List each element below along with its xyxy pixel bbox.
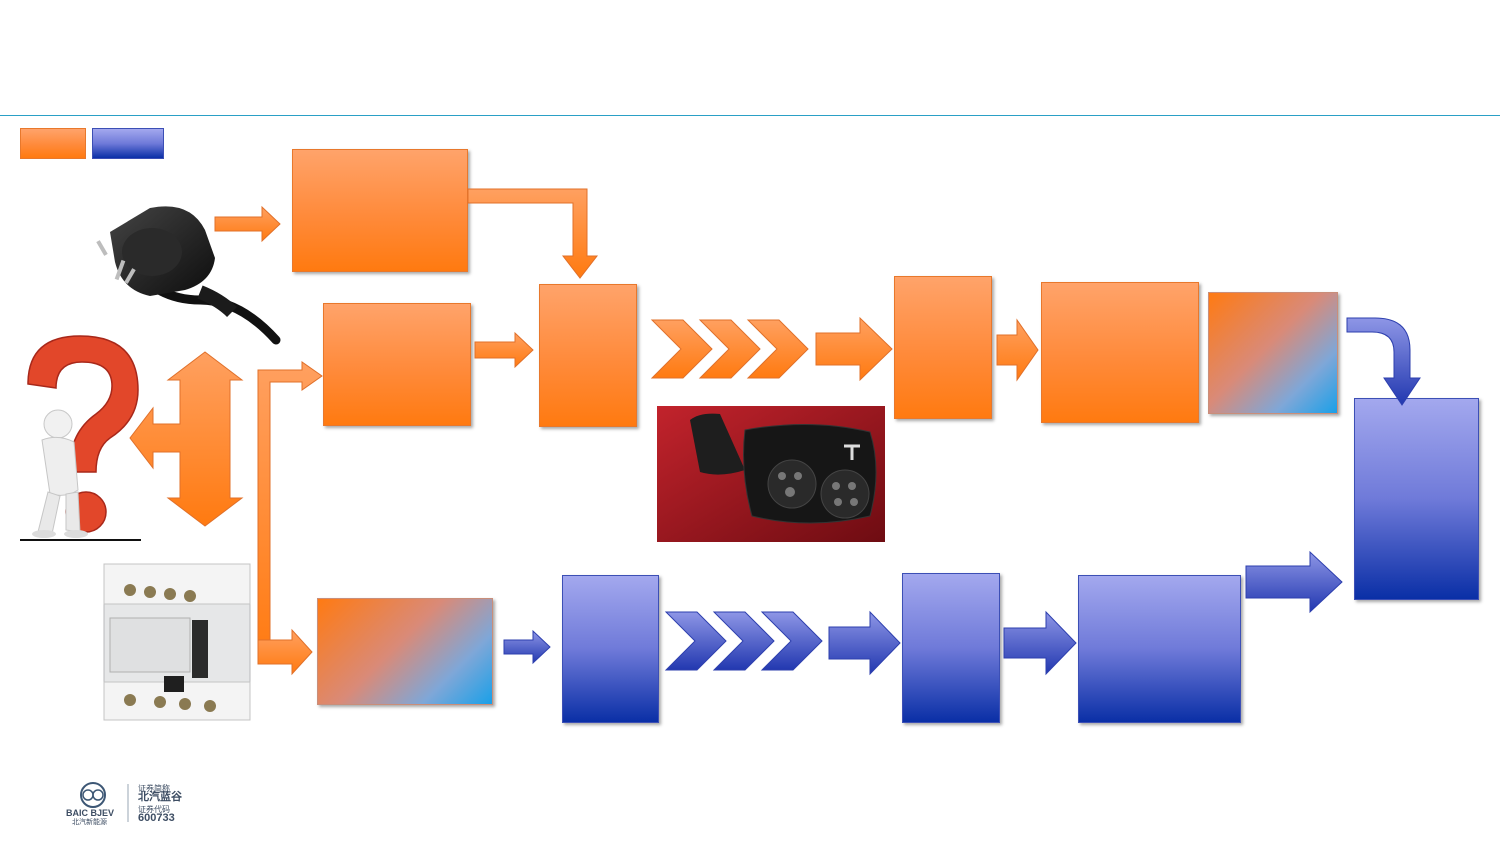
arrow-a6-to-final — [1346, 317, 1421, 406]
logo-stock-code-label: 证券代码 — [138, 805, 170, 814]
arrow-b4-to-final — [1245, 550, 1343, 614]
arrow-b3-to-b4 — [1003, 610, 1077, 676]
chevron-b-1 — [664, 611, 727, 671]
process-box-b4 — [1078, 575, 1241, 723]
process-box-b1 — [317, 598, 493, 705]
chevron-b-3 — [760, 611, 823, 671]
baic-logo-icon — [80, 782, 129, 822]
process-box-a1 — [292, 149, 468, 272]
logo-stock-code: 600733 — [138, 812, 175, 824]
arrow-b1-to-b2 — [503, 629, 551, 665]
arrow-breaker-to-b1 — [257, 628, 313, 676]
power-plug-icon — [96, 206, 281, 345]
breaker-device-icon — [103, 563, 251, 721]
chevron-a-3 — [746, 319, 809, 379]
final-box — [1354, 398, 1479, 600]
process-box-a2 — [323, 303, 471, 426]
logo-stock-name-label: 证券简称 — [138, 784, 170, 793]
process-box-a5 — [1041, 282, 1199, 423]
process-box-a6 — [1208, 292, 1338, 414]
arrow-plug-to-a1 — [214, 205, 281, 243]
logo-brand-en: BAIC BJEV — [66, 808, 115, 818]
arrow-a4-to-a5 — [996, 318, 1039, 382]
legend-ac-swatch — [20, 128, 86, 159]
chevron-b-2 — [712, 611, 775, 671]
process-box-a4 — [894, 276, 992, 419]
logo-brand-cn: 北汽新能源 — [72, 819, 107, 826]
arrow-breaker-to-a2 — [257, 361, 323, 664]
process-box-b3 — [902, 573, 1000, 723]
chevron-a-1 — [650, 319, 713, 379]
arrow-a2-to-a3 — [474, 331, 534, 369]
arrow-to-b3 — [828, 610, 901, 676]
charging-port-icon — [657, 406, 885, 542]
process-box-b2 — [562, 575, 659, 723]
question-mark-figure-icon — [20, 335, 141, 541]
legend-dc-swatch — [92, 128, 164, 159]
arrow-to-a4 — [815, 316, 893, 382]
logo-stock-name: 北汽蓝谷 — [138, 791, 182, 803]
arrow-a1-to-a3 — [467, 188, 599, 279]
header-divider — [0, 115, 1500, 116]
chevron-a-2 — [698, 319, 761, 379]
process-box-a3 — [539, 284, 637, 427]
cross-arrow — [129, 351, 244, 527]
